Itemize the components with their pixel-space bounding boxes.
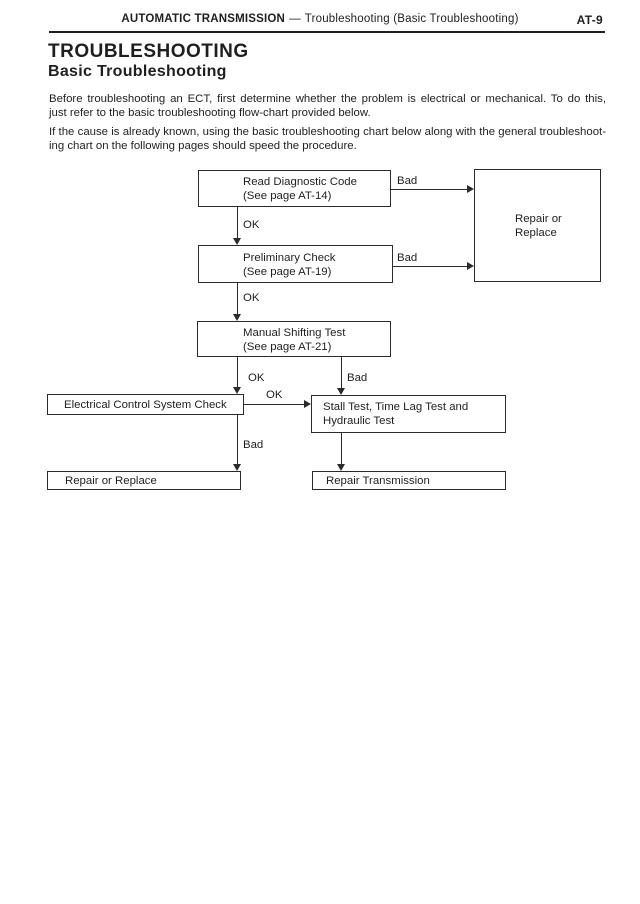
arrow-right-icon: [467, 185, 474, 193]
flow-node-repair-or-replace: Repair or Replace: [474, 169, 601, 282]
connector-read-to-preliminary: [237, 207, 238, 238]
arrow-down-icon: [337, 388, 345, 395]
flow-node-read-diagnostic-code: Read Diagnostic Code (See page AT-14): [198, 170, 391, 207]
flow-node-title: Repair or Replace: [65, 474, 157, 487]
connector-preliminary-to-manual: [237, 283, 238, 314]
flow-node-stall-time-lag-hydraulic-test: Stall Test, Time Lag Test and Hydraulic …: [311, 395, 506, 433]
arrow-down-icon: [233, 314, 241, 321]
flow-node-title: Repair Transmission: [326, 474, 430, 487]
flow-node-title: Electrical Control System Check: [64, 398, 227, 411]
flow-node-electrical-control-system-check: Electrical Control System Check: [47, 394, 244, 415]
connector-read-to-repair: [391, 189, 467, 190]
connector-electrical-to-stall: [244, 404, 304, 405]
header-separator: —: [289, 13, 301, 25]
page-title: TROUBLESHOOTING: [48, 41, 249, 62]
flow-node-page-ref: (See page AT-21): [243, 341, 332, 353]
paragraph-line: just refer to the basic troubleshooting …: [49, 107, 371, 119]
paragraph-line: ing chart on the following pages should …: [49, 140, 357, 152]
flow-node-preliminary-check: Preliminary Check (See page AT-19): [198, 245, 393, 283]
edge-label-ok: OK: [266, 389, 283, 401]
header-section-title: AUTOMATIC TRANSMISSION: [121, 13, 286, 25]
edge-label-ok: OK: [243, 219, 260, 231]
flow-node-title: Repair or: [515, 212, 562, 225]
arrow-down-icon: [233, 387, 241, 394]
arrow-down-icon: [233, 464, 241, 471]
arrow-right-icon: [304, 400, 311, 408]
paragraph: Before troubleshooting an ECT, first det…: [49, 92, 606, 120]
paragraph-line: Before troubleshooting an ECT, first det…: [49, 93, 606, 105]
header-rule: [49, 31, 605, 33]
arrow-down-icon: [337, 464, 345, 471]
edge-label-bad: Bad: [243, 439, 264, 451]
edge-label-bad: Bad: [397, 252, 418, 264]
paragraph: If the cause is already known, using the…: [49, 125, 606, 153]
connector-electrical-to-repair-final: [237, 415, 238, 464]
flow-node-repair-or-replace-final: Repair or Replace: [47, 471, 241, 490]
connector-manual-to-stall: [341, 357, 342, 388]
flow-node-title: Preliminary Check: [243, 252, 336, 264]
edge-label-ok: OK: [248, 372, 265, 384]
flow-node-title: Hydraulic Test: [323, 415, 395, 427]
running-header: AUTOMATIC TRANSMISSION—Troubleshooting (…: [0, 13, 640, 25]
section-subtitle: Basic Troubleshooting: [48, 63, 227, 80]
flow-node-repair-transmission: Repair Transmission: [312, 471, 506, 490]
flow-node-title: Manual Shifting Test: [243, 327, 346, 339]
connector-manual-to-electrical: [237, 357, 238, 387]
flow-node-title: Stall Test, Time Lag Test and: [323, 401, 469, 413]
arrow-right-icon: [467, 262, 474, 270]
edge-label-ok: OK: [243, 292, 260, 304]
flow-node-title: Read Diagnostic Code: [243, 176, 357, 188]
arrow-down-icon: [233, 238, 241, 245]
flow-node-page-ref: (See page AT-14): [243, 190, 332, 202]
flow-node-manual-shifting-test: Manual Shifting Test (See page AT-21): [197, 321, 391, 357]
edge-label-bad: Bad: [397, 175, 418, 187]
intro-paragraphs: Before troubleshooting an ECT, first det…: [49, 92, 606, 158]
connector-preliminary-to-repair: [393, 266, 467, 267]
flow-node-title: Replace: [515, 226, 557, 239]
header-context: Troubleshooting (Basic Troubleshooting): [304, 13, 519, 25]
page-number: AT-9: [576, 13, 603, 27]
paragraph-line: If the cause is already known, using the…: [49, 126, 606, 138]
flow-node-page-ref: (See page AT-19): [243, 266, 332, 278]
edge-label-bad: Bad: [347, 372, 368, 384]
connector-stall-to-repair-transmission: [341, 433, 342, 464]
